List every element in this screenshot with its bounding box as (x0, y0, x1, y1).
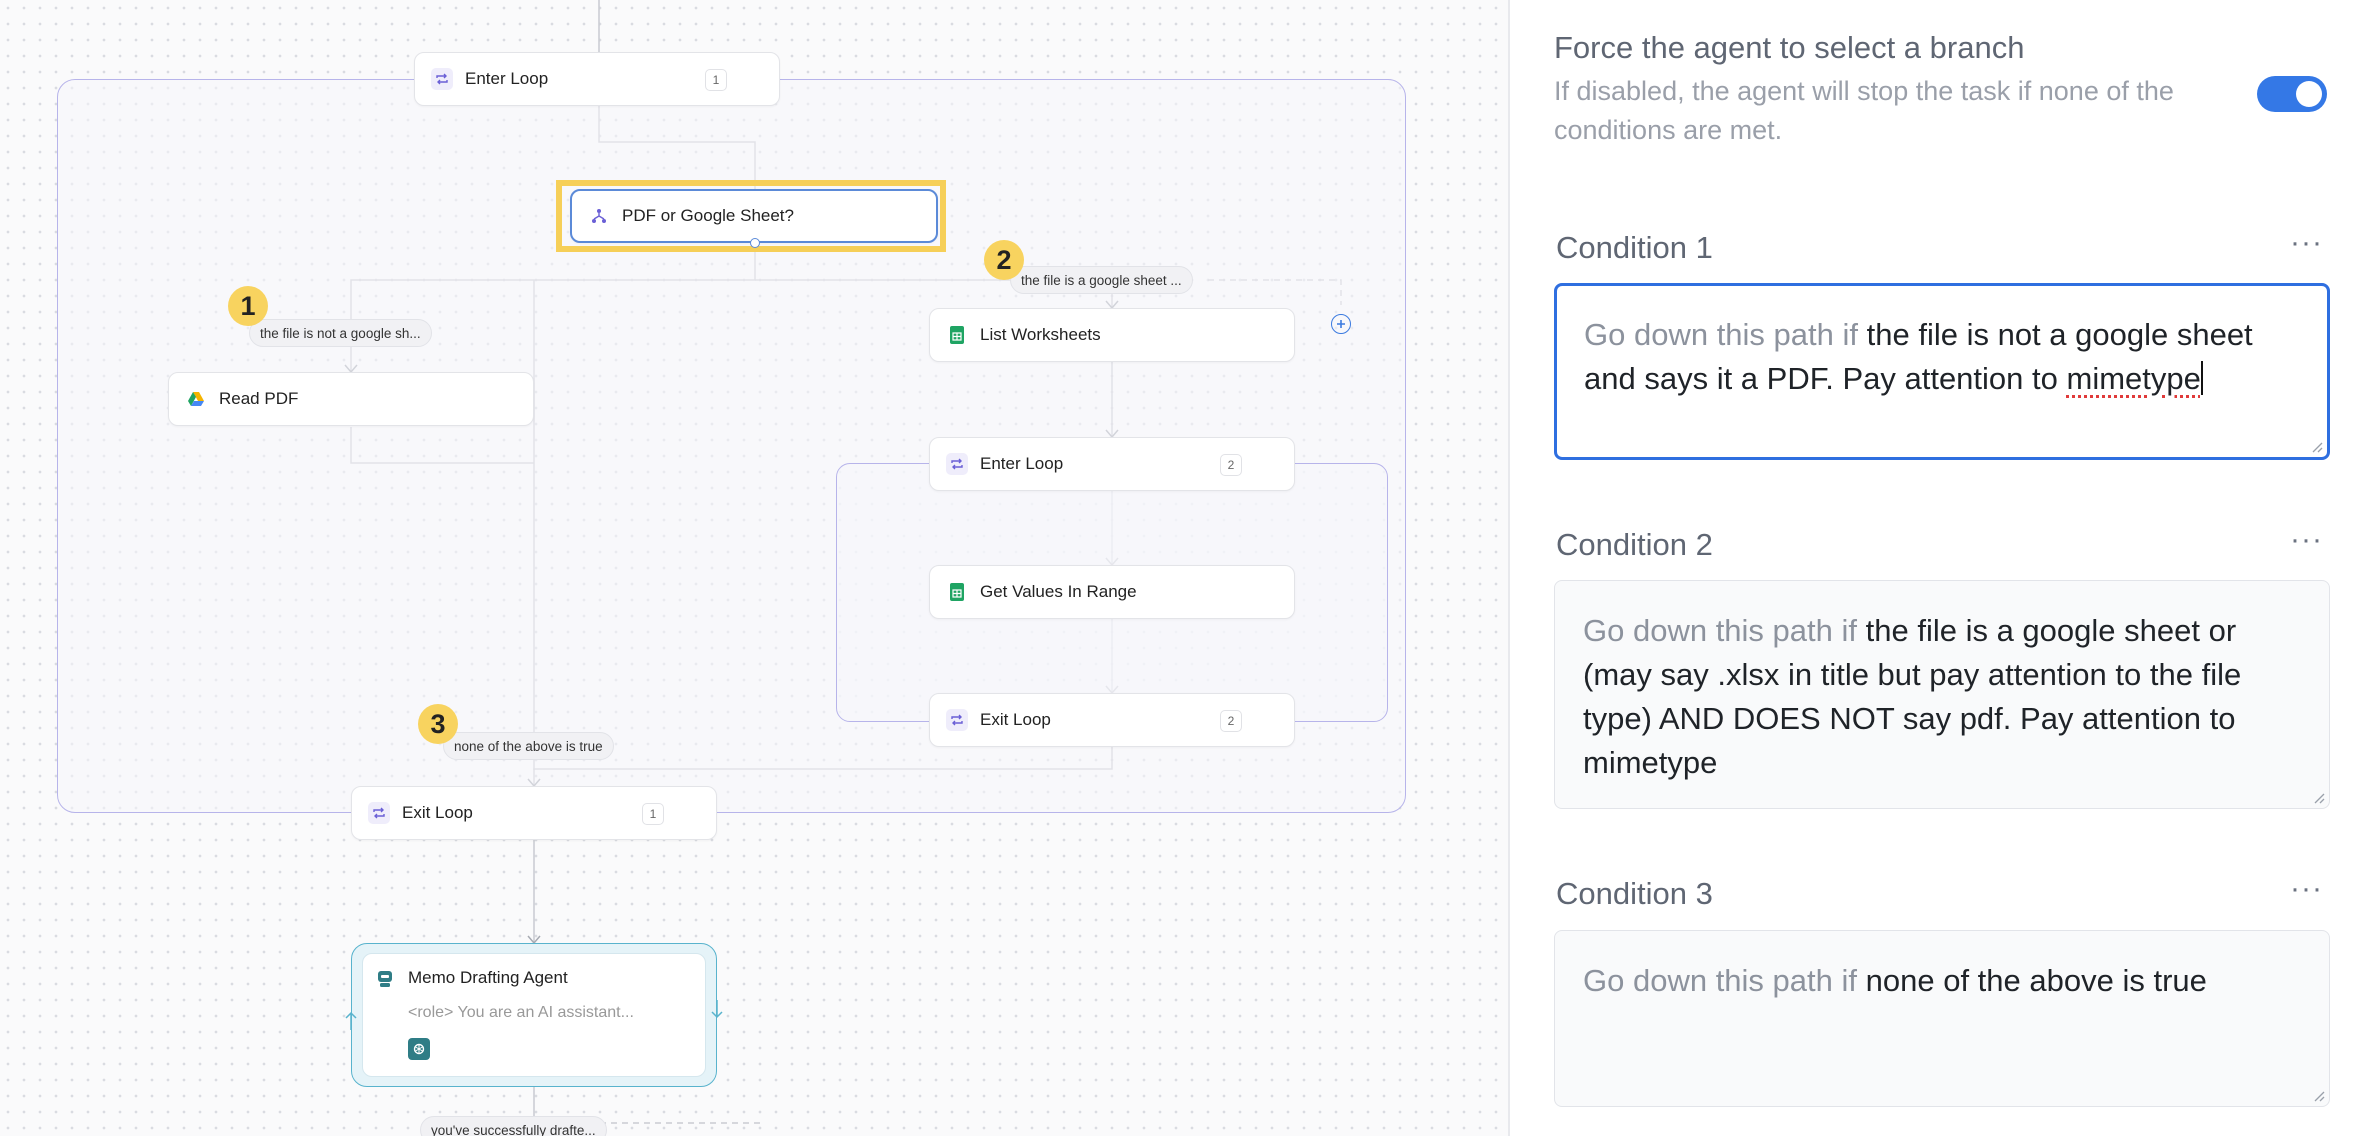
node-label: Enter Loop (465, 69, 549, 88)
loop-icon (368, 802, 390, 824)
resize-handle-icon[interactable] (2311, 1088, 2325, 1102)
google-sheets-icon (946, 581, 968, 603)
node-label: Exit Loop (980, 710, 1051, 729)
condition-text: the file is not a google sheet and says … (1584, 317, 2253, 396)
node-label: PDF or Google Sheet? (622, 206, 794, 225)
loop-back-arrow-left (345, 1011, 357, 1030)
condition-3-input[interactable]: Go down this path if none of the above i… (1554, 930, 2330, 1107)
google-drive-icon (185, 388, 207, 410)
condition-1-input[interactable]: Go down this path if the file is not a g… (1554, 283, 2330, 460)
condition-prefix: Go down this path if (1583, 613, 1857, 648)
loop-count-badge: 2 (1220, 454, 1242, 476)
node-list-worksheets[interactable]: List Worksheets (929, 308, 1295, 362)
add-branch-icon[interactable] (1331, 314, 1351, 334)
node-enter-loop-1[interactable]: Enter Loop 1 (414, 52, 780, 106)
node-exit-loop-2[interactable]: Exit Loop 2 (929, 693, 1295, 747)
node-label: List Worksheets (980, 325, 1101, 344)
condition-text: the file is a google sheet or (may say .… (1583, 613, 2242, 780)
openai-tool-icon[interactable] (408, 1038, 430, 1060)
node-label: Exit Loop (402, 803, 473, 822)
condition-3-label: Condition 3 (1556, 876, 1713, 911)
condition-text-misspelled: mimetype (2066, 361, 2201, 396)
condition-1-menu-button[interactable]: ··· (2290, 226, 2323, 259)
force-branch-toggle[interactable] (2257, 76, 2327, 112)
node-exit-loop-1[interactable]: Exit Loop 1 (351, 786, 717, 840)
edge-label-is-sheet[interactable]: the file is a google sheet ... (1010, 266, 1193, 294)
condition-3-menu-button[interactable]: ··· (2290, 872, 2323, 905)
step-marker-1: 1 (228, 286, 268, 326)
condition-2-menu-button[interactable]: ··· (2290, 523, 2323, 556)
loop-count-badge: 2 (1220, 710, 1242, 732)
branch-output-handle[interactable] (750, 238, 760, 248)
resize-handle-icon[interactable] (2311, 790, 2325, 804)
condition-2-input[interactable]: Go down this path if the file is a googl… (1554, 580, 2330, 809)
loop-count-badge: 1 (705, 69, 727, 91)
condition-prefix: Go down this path if (1584, 317, 1858, 352)
node-read-pdf[interactable]: Read PDF (168, 372, 534, 426)
panel-divider[interactable] (1508, 0, 1510, 1136)
workflow-canvas[interactable]: Enter Loop 1 PDF or Google Sheet? the fi… (0, 0, 1508, 1136)
condition-2-label: Condition 2 (1556, 527, 1713, 562)
google-sheets-icon (946, 324, 968, 346)
branch-icon (588, 205, 610, 227)
loop-count-badge: 1 (642, 803, 664, 825)
selected-node-highlight (556, 180, 946, 252)
edge-label-none[interactable]: none of the above is true (443, 732, 614, 760)
step-marker-2: 2 (984, 240, 1024, 280)
condition-1-label: Condition 1 (1556, 230, 1713, 265)
node-enter-loop-2[interactable]: Enter Loop 2 (929, 437, 1295, 491)
branch-settings-panel: Force the agent to select a branch If di… (1510, 0, 2360, 1136)
loop-icon (946, 709, 968, 731)
node-memo-drafting-agent[interactable]: Memo Drafting Agent <role> You are an AI… (345, 943, 723, 1087)
node-label: Memo Drafting Agent (408, 968, 568, 987)
condition-prefix: Go down this path if (1583, 963, 1857, 998)
agent-role-preview: <role> You are an AI assistant... (408, 1004, 634, 1021)
node-get-values-in-range[interactable]: Get Values In Range (929, 565, 1295, 619)
agent-icon (374, 968, 396, 990)
resize-handle-icon[interactable] (2309, 439, 2323, 453)
force-branch-title: Force the agent to select a branch (1554, 30, 2025, 65)
node-label: Get Values In Range (980, 582, 1137, 601)
edge-label-not-sheet[interactable]: the file is not a google sh... (249, 319, 432, 347)
node-branch-pdf-or-sheet[interactable]: PDF or Google Sheet? (570, 189, 938, 243)
loop-back-arrow-right (711, 1000, 723, 1019)
node-label: Read PDF (219, 389, 299, 408)
text-caret (2200, 361, 2203, 395)
node-label: Enter Loop (980, 454, 1064, 473)
step-marker-3: 3 (418, 704, 458, 744)
condition-text: none of the above is true (1865, 963, 2207, 998)
edge-label-drafted[interactable]: you've successfully drafte... (420, 1116, 607, 1136)
loop-icon (431, 68, 453, 90)
loop-icon (946, 453, 968, 475)
toggle-knob (2296, 81, 2322, 107)
force-branch-description: If disabled, the agent will stop the tas… (1554, 76, 2174, 145)
